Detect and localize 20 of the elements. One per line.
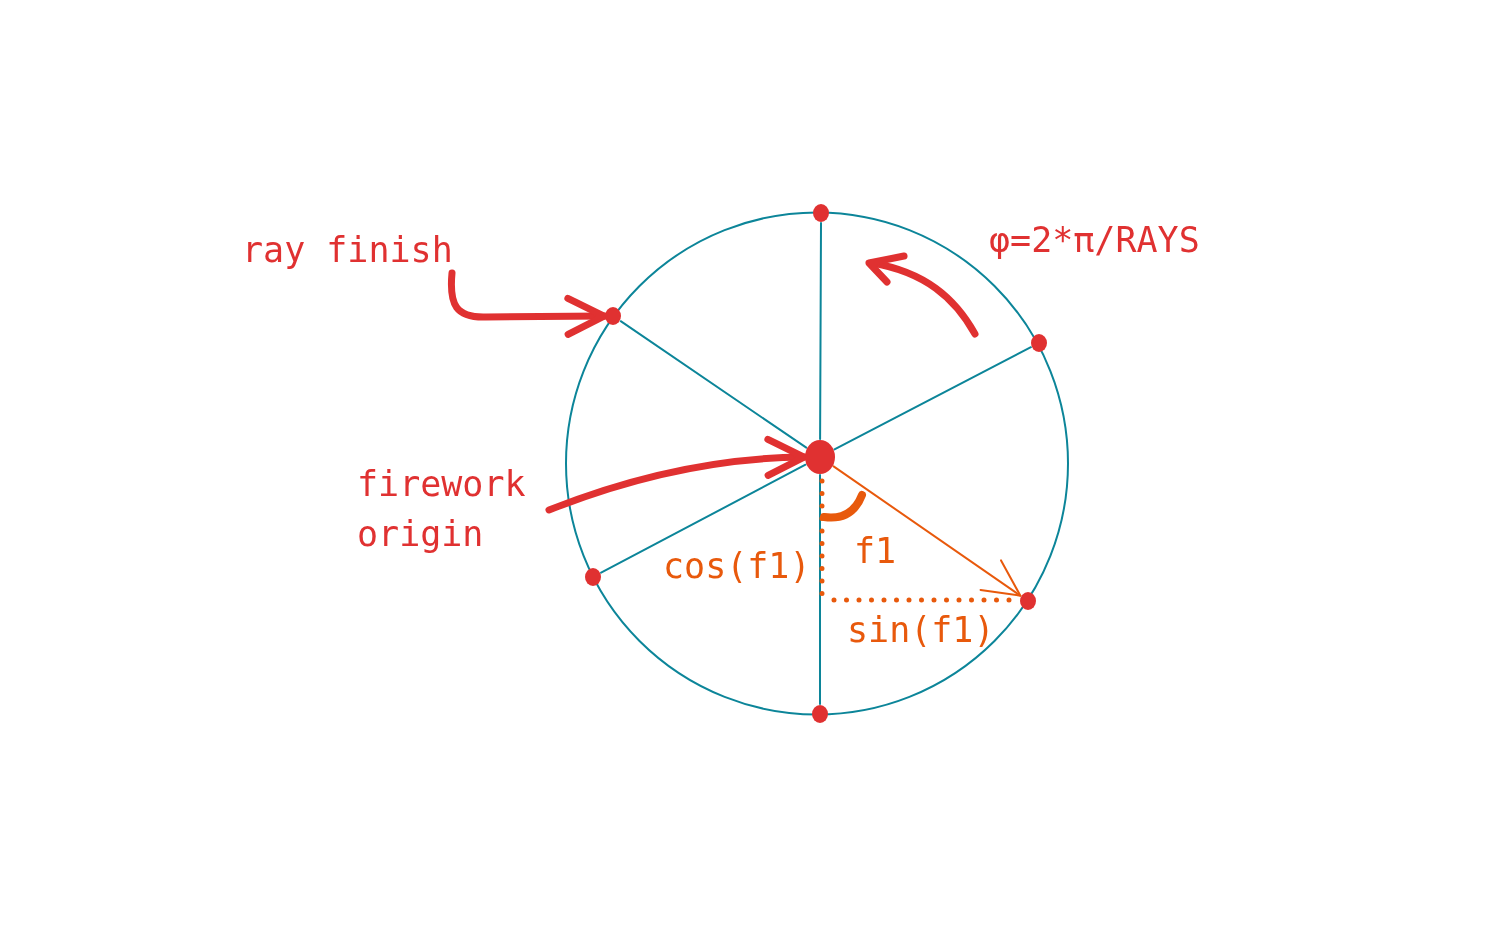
ray-line <box>600 463 807 574</box>
dot-icon <box>812 705 828 723</box>
measure-label: cos(f1) <box>663 545 811 587</box>
measure-label: sin(f1) <box>847 609 995 651</box>
annotation-label: ray finish <box>242 229 453 271</box>
ray-line <box>619 320 808 449</box>
origin-dot-icon <box>805 440 835 474</box>
angle-label: f1 <box>854 530 897 572</box>
formula-label: φ=2*π/RAYS <box>989 219 1200 261</box>
arrow <box>832 465 1022 597</box>
leader-arrow <box>447 269 608 338</box>
dot-icon <box>585 568 601 586</box>
ray-line <box>819 474 821 705</box>
annotation-label: firework origin <box>357 459 545 559</box>
dot-icon <box>813 204 829 222</box>
ray-line <box>819 222 822 440</box>
dot-icon <box>1020 592 1036 610</box>
dot-icon <box>605 307 621 325</box>
dot-icon <box>1031 334 1047 352</box>
ray-line <box>833 346 1032 451</box>
